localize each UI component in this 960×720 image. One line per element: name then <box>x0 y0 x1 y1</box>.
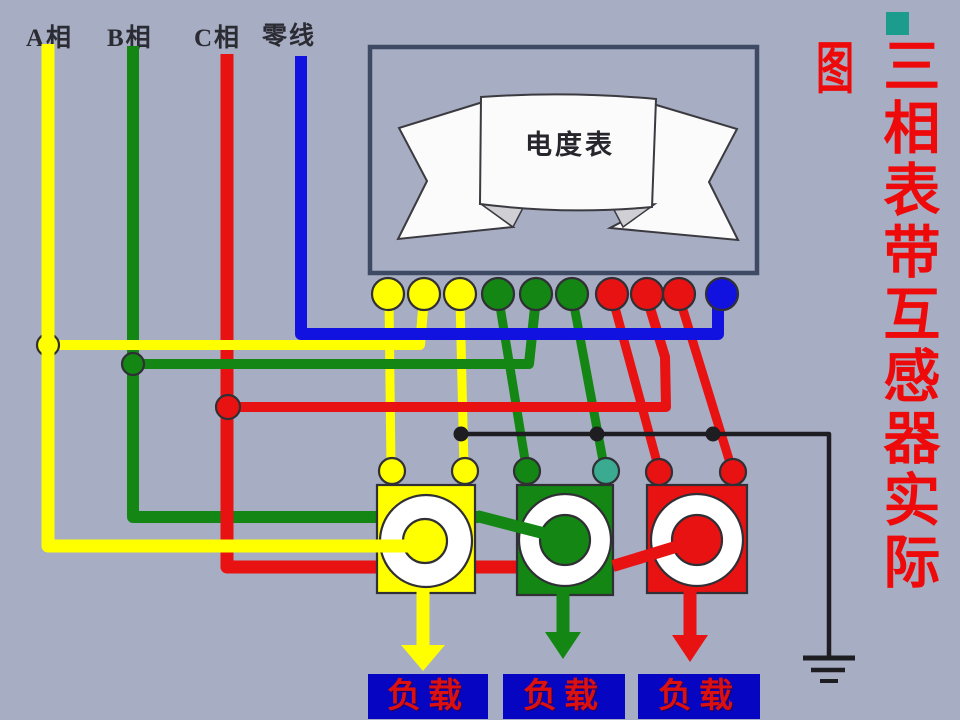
ct-b-terminal-1 <box>512 456 542 486</box>
meter-terminal-10 <box>704 276 740 312</box>
common-earth-line <box>453 426 855 683</box>
tap-phase-c <box>228 296 671 412</box>
primary-entries <box>475 510 697 572</box>
phase-c-primary-wire <box>220 54 614 574</box>
wire-terminal3-to-ct1 <box>455 297 469 469</box>
arrow-b-head <box>545 632 581 659</box>
meter-terminal-8 <box>629 276 665 312</box>
wire-terminal9-to-ct3 <box>675 298 736 468</box>
arrow-c-head <box>672 635 708 662</box>
neutral-wire <box>295 56 724 340</box>
phase-b-entry <box>475 510 568 545</box>
meter-terminal-1 <box>370 276 406 312</box>
meter-terminal-5 <box>518 276 554 312</box>
load-box-b: 负载 <box>503 674 625 719</box>
wire-terminal7-to-ct3 <box>608 298 663 468</box>
ct-c-core <box>670 513 724 567</box>
phase-a-primary-wire <box>41 44 426 553</box>
meter-terminal-2 <box>406 276 442 312</box>
phase-c-node <box>214 393 242 421</box>
load-b-label: 负载 <box>523 677 605 715</box>
load-c-label: 负载 <box>658 677 740 715</box>
ribbon-panel <box>478 93 658 212</box>
arrow-a-head <box>401 645 445 671</box>
neutral-label: 零线 <box>262 23 317 50</box>
tap-phase-a <box>48 297 429 350</box>
meter-label: 电度表 <box>525 129 615 160</box>
meter-terminal-6 <box>554 276 590 312</box>
load-arrows <box>401 591 708 671</box>
load-box-a: 负载 <box>368 674 488 719</box>
load-box-c: 负载 <box>638 674 760 719</box>
phase-c-entry <box>611 535 697 572</box>
ct-secondary-wires <box>384 297 736 469</box>
ct-c-terminal-1 <box>644 457 674 487</box>
load-a-label: 负载 <box>387 677 469 715</box>
bullet-square <box>886 12 909 35</box>
ct-a-terminal-2 <box>450 456 480 486</box>
common-junction-3 <box>705 426 721 442</box>
ct-secondary-terminals <box>377 456 748 487</box>
ct-a-terminal-1 <box>377 456 407 486</box>
slide-title: 三相表带互感器实际 <box>874 36 938 594</box>
tap-phase-b <box>133 297 541 369</box>
wire-terminal4-to-ct2 <box>494 299 531 467</box>
voltage-tap-wires <box>48 296 671 412</box>
common-junction-1 <box>453 426 469 442</box>
meter-terminal-7 <box>594 276 630 312</box>
meter-terminals <box>370 276 740 312</box>
phase-b-primary-wire <box>127 46 479 523</box>
wire-terminal1-to-ct1 <box>384 297 396 469</box>
ct-b-terminal-2 <box>591 456 621 486</box>
meter-terminal-3 <box>442 276 478 312</box>
meter-enclosure <box>367 44 760 276</box>
phase-b-node <box>120 351 146 377</box>
meter-terminal-9 <box>661 276 697 312</box>
phase-c-label: C相 <box>194 25 242 52</box>
meter-terminal-4 <box>480 276 516 312</box>
common-junction-2 <box>589 426 605 442</box>
ct-c-terminal-2 <box>718 457 748 487</box>
current-transformer-c <box>645 483 749 595</box>
current-transformer-a <box>375 483 477 595</box>
energy-meter: 电度表 <box>367 44 760 276</box>
title-prefix: 图 <box>816 39 855 101</box>
